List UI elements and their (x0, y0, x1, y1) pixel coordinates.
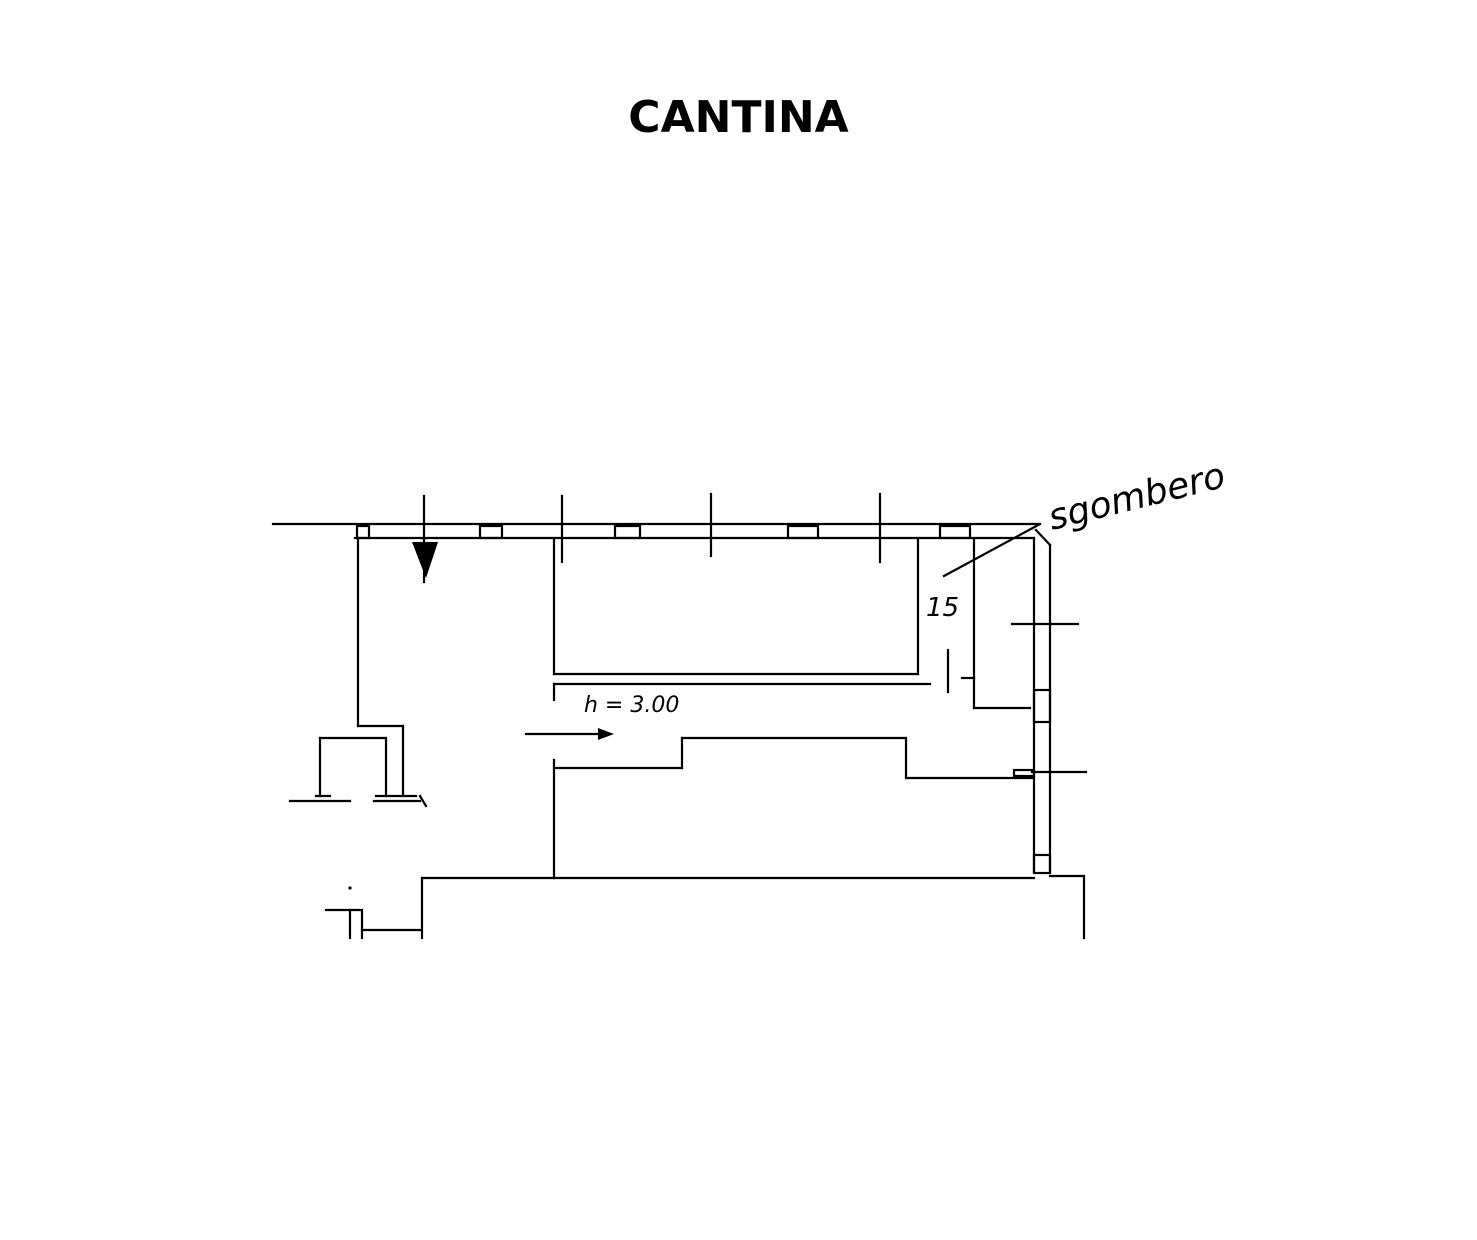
room-name-label: sgombero (1044, 455, 1229, 538)
arrow-head-icon (598, 728, 614, 740)
page-title: CANTINA (628, 92, 849, 143)
entrance-block (288, 736, 422, 803)
upper-room (552, 538, 1032, 710)
top-wall (271, 522, 1040, 540)
lower-room (552, 736, 1036, 880)
height-label: h = 3.00 (584, 693, 679, 718)
down-arrow-icon (412, 542, 438, 578)
number-label: 15 (926, 593, 959, 623)
lower-outline (324, 874, 1086, 940)
label-leader-line (942, 522, 1042, 578)
left-wall (356, 536, 428, 808)
right-wall (1010, 528, 1088, 875)
